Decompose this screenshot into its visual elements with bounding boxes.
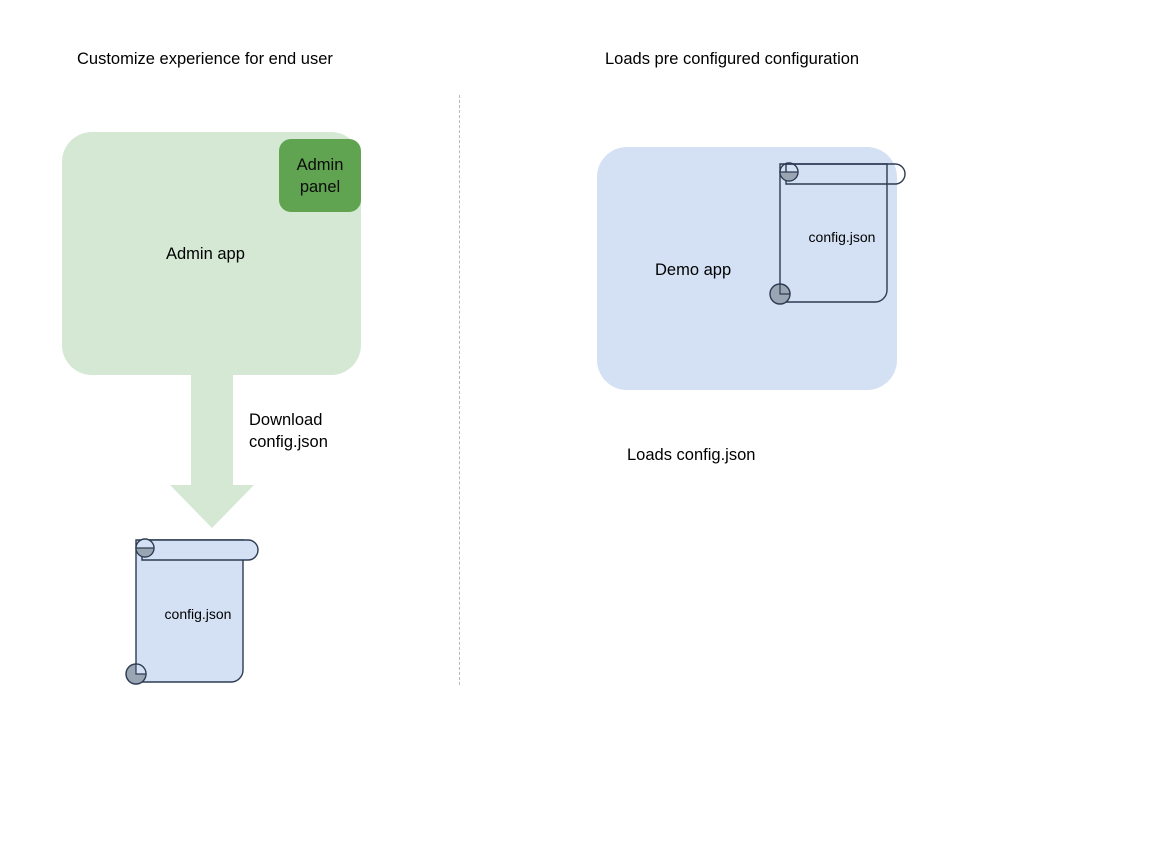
admin-app-label: Admin app	[166, 245, 245, 263]
loads-config-caption: Loads config.json	[627, 446, 756, 464]
config-json-document-left[interactable]: config.json	[120, 528, 270, 693]
config-json-label-left: config.json	[164, 606, 232, 622]
download-arrow-label: Download config.json	[249, 411, 328, 451]
column-divider	[459, 95, 460, 685]
demo-app-label: Demo app	[655, 261, 732, 279]
demo-app-box[interactable]: Demo app	[597, 147, 897, 390]
left-section-title: Customize experience for end user	[77, 50, 333, 68]
right-section-title: Loads pre configured configuration	[605, 50, 860, 68]
admin-panel-label: Admin panel	[296, 155, 344, 196]
config-json-label-right: config.json	[808, 229, 876, 245]
download-arrow	[170, 372, 254, 530]
config-json-document-right[interactable]: config.json	[764, 152, 914, 312]
admin-panel-chip[interactable]: Admin panel	[279, 139, 361, 212]
